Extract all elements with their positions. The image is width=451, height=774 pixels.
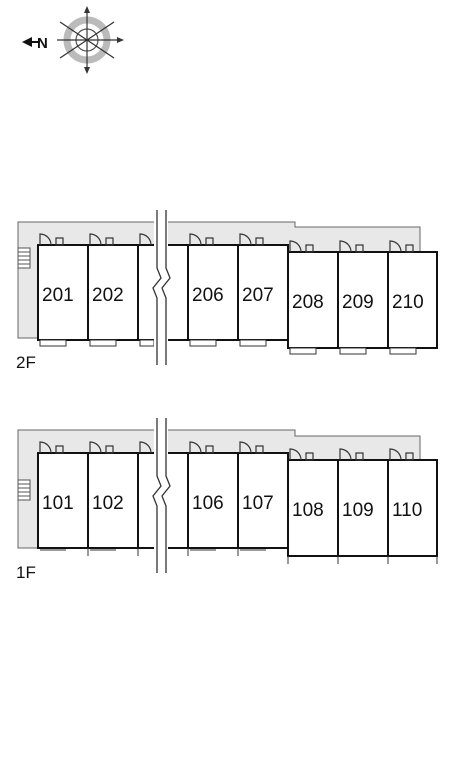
break-line-1f-icon	[152, 418, 171, 573]
compass-rose-icon	[57, 6, 124, 74]
unit-210	[387, 251, 438, 349]
unit-label-109: 109	[342, 500, 374, 521]
break-line-2f-icon	[152, 210, 171, 365]
unit-106	[187, 452, 239, 549]
floor-1f-plan: 101 102 106 107 108 109 110 1F	[16, 429, 438, 582]
unit-label-208: 208	[292, 292, 324, 313]
unit-107	[237, 452, 289, 549]
floor-label-1f: 1F	[16, 563, 36, 582]
door-icons-2f	[39, 233, 414, 253]
unit-label-201: 201	[42, 285, 74, 306]
stairs-1f-icon	[17, 479, 31, 501]
unit-label-101: 101	[42, 493, 74, 514]
unit-label-202: 202	[92, 285, 124, 306]
floor-label-2f: 2F	[16, 353, 36, 372]
north-label: N	[37, 35, 48, 52]
unit-label-207: 207	[242, 285, 274, 306]
unit-label-107: 107	[242, 493, 274, 514]
windows-1f	[40, 548, 438, 564]
unit-102	[87, 452, 139, 549]
floor-2f-plan: 201 202 206 207 208 209 210 2F	[16, 221, 438, 372]
unit-label-209: 209	[342, 292, 374, 313]
door-icons-1f	[39, 441, 414, 461]
unit-label-210: 210	[392, 292, 424, 313]
stairs-2f-icon	[17, 247, 31, 269]
unit-label-206: 206	[192, 285, 224, 306]
north-arrow-icon	[22, 37, 40, 47]
unit-label-102: 102	[92, 493, 124, 514]
balconies-2f	[39, 339, 417, 355]
unit-label-106: 106	[192, 493, 224, 514]
unit-101	[37, 452, 89, 549]
unit-label-108: 108	[292, 500, 324, 521]
unit-label-110: 110	[392, 500, 422, 521]
